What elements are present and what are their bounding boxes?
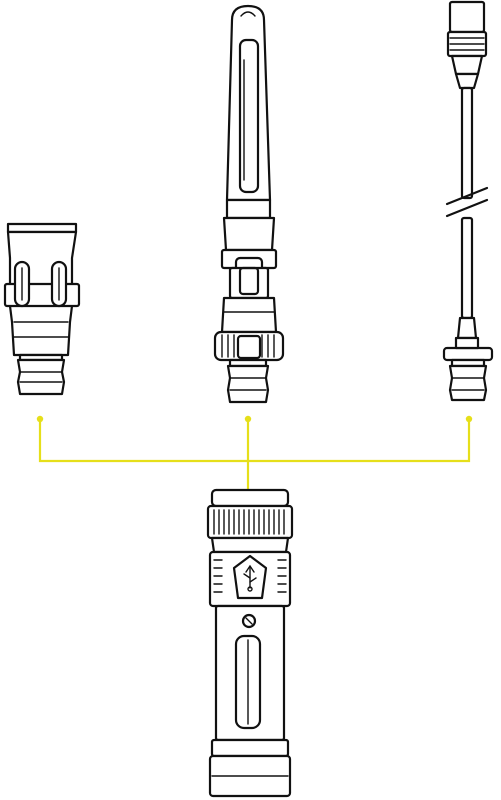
connector-dot-center [244,415,252,423]
connector-horizontal [38,421,471,463]
usb-icon [243,564,257,592]
wand-icon [213,4,285,404]
connector-dot-left [36,415,44,423]
flashlight-icon [206,488,294,798]
connector-lines [36,415,473,490]
connector-dot-right [465,415,473,423]
bulb-adapter-icon [3,222,81,396]
cable-plug-icon [442,0,494,402]
